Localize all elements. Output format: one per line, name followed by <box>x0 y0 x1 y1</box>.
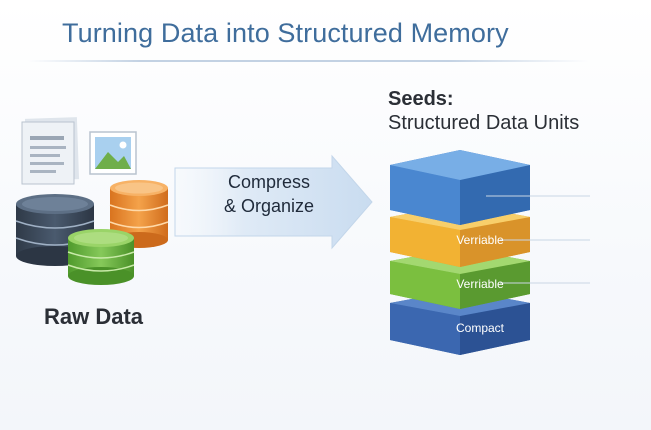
image-icon <box>89 131 137 175</box>
page-title: Turning Data into Structured Memory <box>62 18 509 48</box>
database-icon <box>67 229 135 285</box>
document-icon <box>21 117 80 185</box>
seeds-subheading: Structured Data Units <box>388 112 580 134</box>
arrow-label: Compress & Organize <box>206 170 332 218</box>
arrow-label-line2: & Organize <box>223 196 315 216</box>
seed-layer-label-2: Verriable <box>456 277 504 291</box>
seeds-heading: Seeds: <box>388 88 454 110</box>
seed-layer-top <box>390 150 530 225</box>
database-icon <box>109 180 169 248</box>
arrow-label-line1: Compress <box>227 172 311 192</box>
seed-stack <box>390 150 590 355</box>
seed-layer-label-3: Compact <box>455 321 505 335</box>
seed-layer-label-1: Verriable <box>456 233 504 247</box>
raw-data-label: Raw Data <box>44 304 144 329</box>
process-arrow <box>174 154 373 250</box>
title-divider <box>28 60 588 62</box>
